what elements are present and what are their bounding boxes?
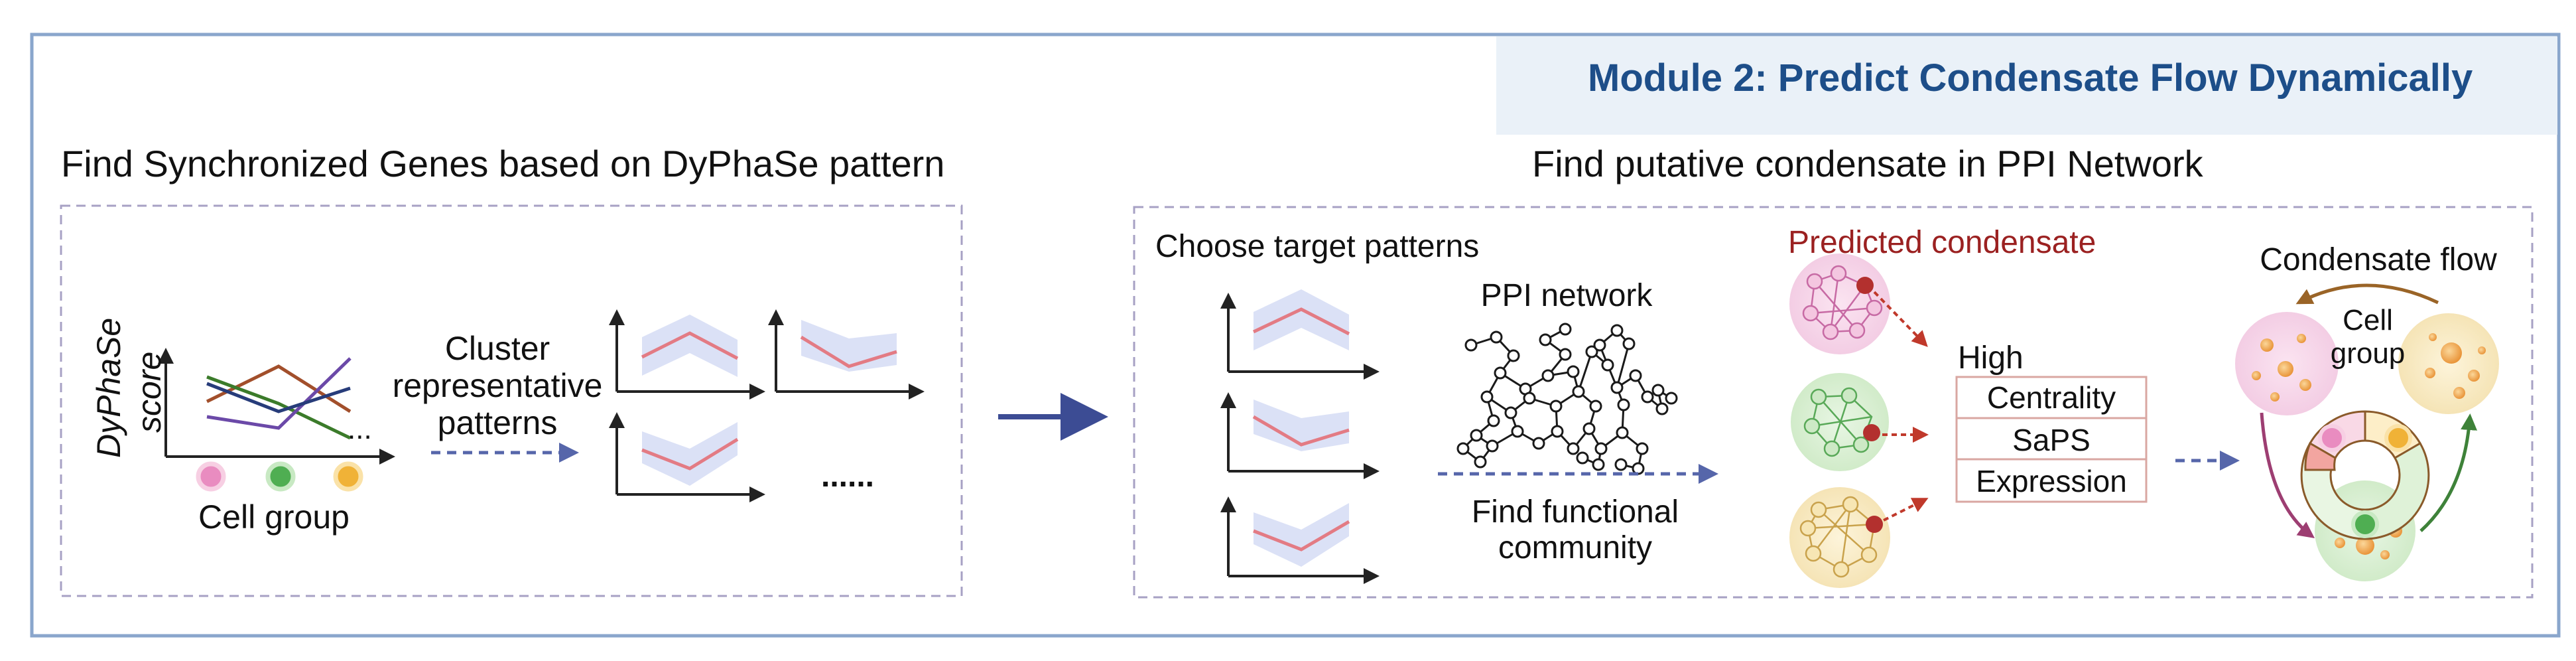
- dyphase-line-navy: [206, 382, 351, 413]
- rank-expression: Expression: [1976, 464, 2127, 498]
- community-pink: [1789, 254, 1928, 354]
- rank-saps: SaPS: [2012, 423, 2091, 457]
- dyphase-y-label: DyPhaSe: [90, 317, 127, 458]
- functional-community-line-1: Find functional: [1471, 494, 1679, 530]
- module-banner: [1496, 37, 2557, 135]
- target-pattern-2: [1220, 392, 1380, 479]
- cluster-label-line-1: Cluster: [444, 330, 550, 367]
- ppi-nodes: [1456, 323, 1678, 475]
- predicted-condensate-label: Predicted condensate: [1788, 225, 2096, 260]
- dyphase-y-label-2: score: [131, 351, 168, 433]
- cluster-label-line-3: patterns: [437, 404, 558, 441]
- high-label: High: [1958, 340, 2024, 376]
- right-panel-box: [1133, 206, 2534, 599]
- dyphase-line-green: [206, 375, 352, 440]
- cell-group-label: Cell group: [198, 498, 350, 536]
- more-patterns-ellipsis: ......: [821, 459, 875, 494]
- left-panel-box: [60, 204, 963, 597]
- dyphase-x-ellipsis: ...: [348, 413, 372, 445]
- ranking-table: [1955, 376, 2148, 503]
- cell-group-dot-yellow: [333, 461, 363, 492]
- target-pattern-1: [1220, 289, 1380, 380]
- dyphase-line-purple: [206, 357, 352, 430]
- left-panel-heading: Find Synchronized Genes based on DyPhaSe…: [61, 143, 945, 184]
- cell-group-dot-pink: [196, 461, 226, 492]
- cluster-label-line-2: representative: [392, 367, 603, 404]
- condensate-flow: [2235, 283, 2499, 581]
- dyphase-chart: [158, 348, 395, 492]
- flow-bubble-yellow: [2398, 313, 2499, 414]
- rank-centrality: Centrality: [1986, 380, 2116, 415]
- cluster-pattern-1: [609, 309, 765, 400]
- outer-frame: [30, 33, 2561, 638]
- condensate-flow-label: Condensate flow: [2260, 242, 2497, 277]
- cell-group-dot-green: [265, 461, 296, 492]
- functional-community-line-2: community: [1498, 530, 1653, 565]
- target-pattern-3: [1220, 496, 1380, 584]
- community-green: [1791, 373, 1929, 471]
- cluster-pattern-3: [609, 412, 765, 502]
- flow-cell-group-line-1: Cell: [2343, 304, 2393, 336]
- cluster-pattern-2: [768, 309, 925, 400]
- choose-patterns-label: Choose target patterns: [1155, 229, 1480, 264]
- right-panel-heading: Find putative condensate in PPI Network: [1532, 143, 2203, 184]
- module-title: Module 2: Predict Condensate Flow Dynami…: [1588, 56, 2473, 100]
- ppi-network: [1456, 323, 1678, 475]
- flow-cell-group-line-2: group: [2330, 337, 2406, 370]
- community-yellow: [1789, 487, 1929, 588]
- ppi-network-label: PPI network: [1480, 278, 1653, 313]
